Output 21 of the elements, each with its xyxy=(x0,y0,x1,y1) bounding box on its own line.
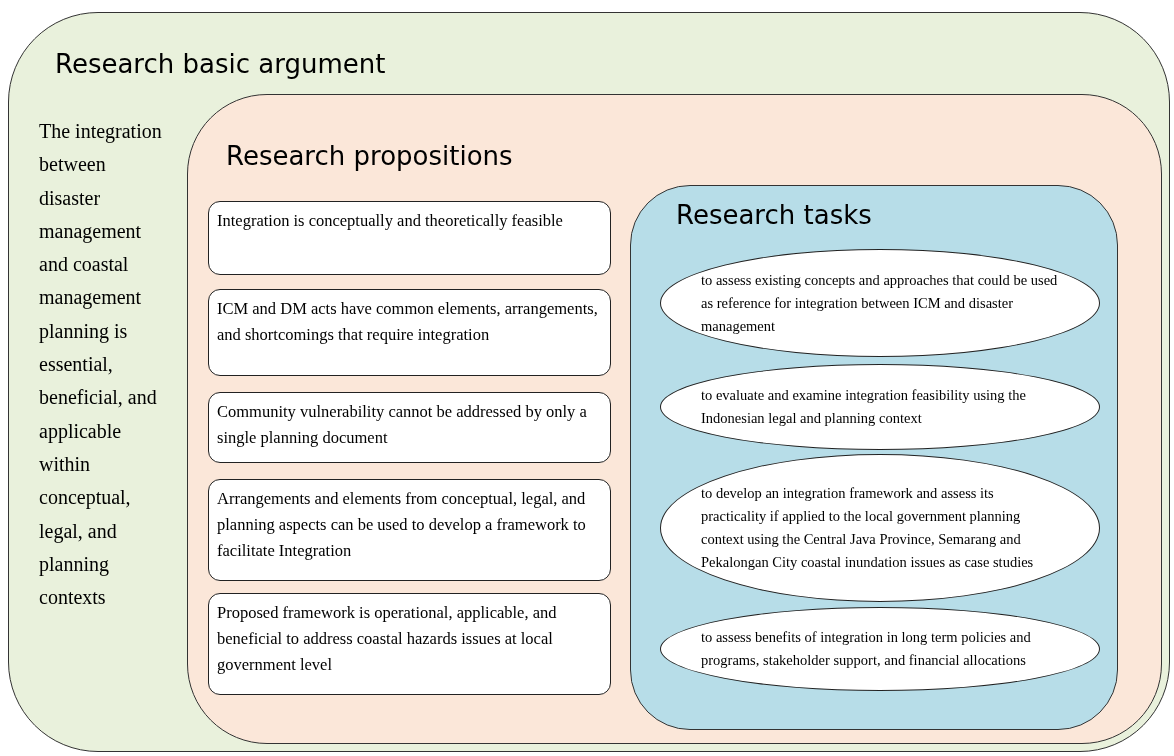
proposition-text: Integration is conceptually and theoretically feasible xyxy=(217,210,563,232)
proposition-text: Community vulnerability cannot be addressed by only a single planning document xyxy=(217,401,588,449)
proposition-text: Proposed framework is operational, applicable, and beneficial to address coastal hazards issues at local government level xyxy=(217,602,558,676)
proposition-text: Arrangements and elements from conceptual, legal, and planning aspects can be used to develop a framework to facilitate Integration xyxy=(217,488,587,562)
proposition-box xyxy=(208,289,611,376)
panel-heading: Research tasks xyxy=(676,202,872,228)
task-text: to assess benefits of integration in long term policies and programs, stakeholder support, and financial allocations xyxy=(701,628,1032,670)
proposition-box xyxy=(208,201,611,275)
argument-panel xyxy=(8,12,1170,752)
propositions-panel xyxy=(187,94,1162,744)
tasks-panel xyxy=(630,185,1118,730)
argument-text: The integration between disaster management and coastal management planning is essential, beneficial, and applicable within conceptual, legal, and planning contexts xyxy=(39,119,163,611)
proposition-box xyxy=(208,479,611,581)
panel-heading: Research propositions xyxy=(226,143,513,169)
proposition-text: ICM and DM acts have common elements, arrangements, and shortcomings that require integration xyxy=(217,298,599,346)
proposition-box xyxy=(208,593,611,695)
task-text: to evaluate and examine integration feasibility using the Indonesian legal and planning context xyxy=(701,386,1027,428)
task-text: to assess existing concepts and approaches that could be used as reference for integration between ICM and disaster management xyxy=(701,270,1059,336)
task-text: to develop an integration framework and assess its practicality if applied to the local government planning context using the Central Java Province, Semarang and Pekalongan City coastal inundation issues as case studies xyxy=(701,484,1035,572)
panel-heading: Research basic argument xyxy=(55,51,386,77)
proposition-box xyxy=(208,392,611,463)
